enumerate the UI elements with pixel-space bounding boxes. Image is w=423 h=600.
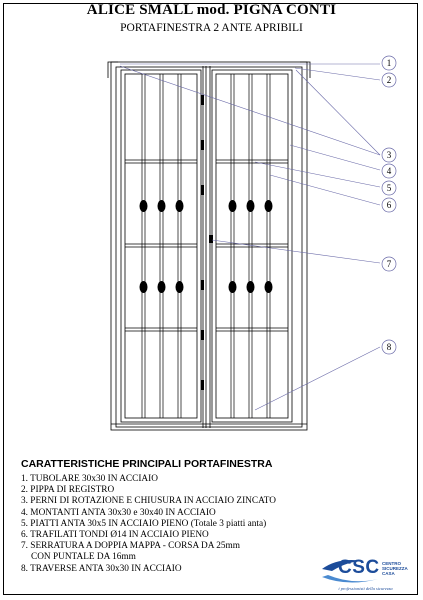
ornament [175,281,184,293]
ornament [139,200,148,212]
ornament [246,200,255,212]
ornament [228,200,237,212]
spec-item: 8. TRAVERSE ANTA 30x30 IN ACCIAIO [21,563,182,574]
left-sash-inner [124,73,198,419]
spec-item: 1. TUBOLARE 30x30 IN ACCIAIO [21,474,158,484]
left-sash [120,69,202,423]
spec-item-continued: CON PUNTALE DA 16mm [31,552,136,563]
csc-logo: CSC CENTRO SICUREZZA CASA i professionis… [318,555,413,595]
top-left-hook [107,61,118,78]
ornament [175,200,184,212]
outer-frame-inner [115,66,303,428]
spec-item: 7. SERRATURA A DOPPIA MAPPA - CORSA DA 2… [21,541,240,552]
callout-5: 5 [387,183,392,193]
specs-list: 1. TUBOLARE 30x30 IN ACCIAIO 2. PIPPA DI… [21,474,276,575]
spec-item: 5. PIATTI ANTA 30x5 IN ACCIAIO PIENO (To… [21,518,267,529]
callout-7: 7 [387,259,392,269]
specs-heading: CARATTERISTICHE PRINCIPALI PORTAFINESTRA [21,458,273,470]
right-sash [211,69,293,423]
callout-1: 1 [387,58,392,68]
ornament [157,281,166,293]
ornament [157,200,166,212]
logo-tagline: i professionisti della sicurezza [338,586,393,591]
ornament [228,281,237,293]
sheet-border [3,3,418,595]
ornament [139,281,148,293]
spec-item: 6. TRAFILATI TONDI Ø14 IN ACCIAIO PIENO [21,530,209,541]
callout-4: 4 [387,166,392,176]
top-right-hook [300,61,311,78]
outer-frame [110,61,308,431]
ornament [246,281,255,293]
callout-8: 8 [387,342,392,352]
logo-side-text: CENTRO SICUREZZA CASA [382,561,408,576]
door-drawing: 1 2 3 4 5 6 7 8 [107,55,397,431]
logo-swoosh-icon [322,560,378,583]
spec-item: 4. MONTANTI ANTA 30x30 e 30x40 IN ACCIAI… [21,507,216,518]
ornament [264,281,273,293]
spec-item: 3. PERNI DI ROTAZIONE E CHIUSURA IN ACCI… [21,496,277,507]
ornament [264,200,273,212]
callout-2: 2 [387,75,392,85]
drawing-title: ALICE SMALL mod. PIGNA CONTI [86,2,337,18]
callout-6: 6 [387,200,392,210]
callout-3: 3 [387,150,392,160]
drawing-subtitle: PORTAFINESTRA 2 ANTE APRIBILI [120,22,303,34]
logo-mark: CSC [338,557,380,578]
spec-item: 2. PIPPA DI REGISTRO [21,485,115,496]
